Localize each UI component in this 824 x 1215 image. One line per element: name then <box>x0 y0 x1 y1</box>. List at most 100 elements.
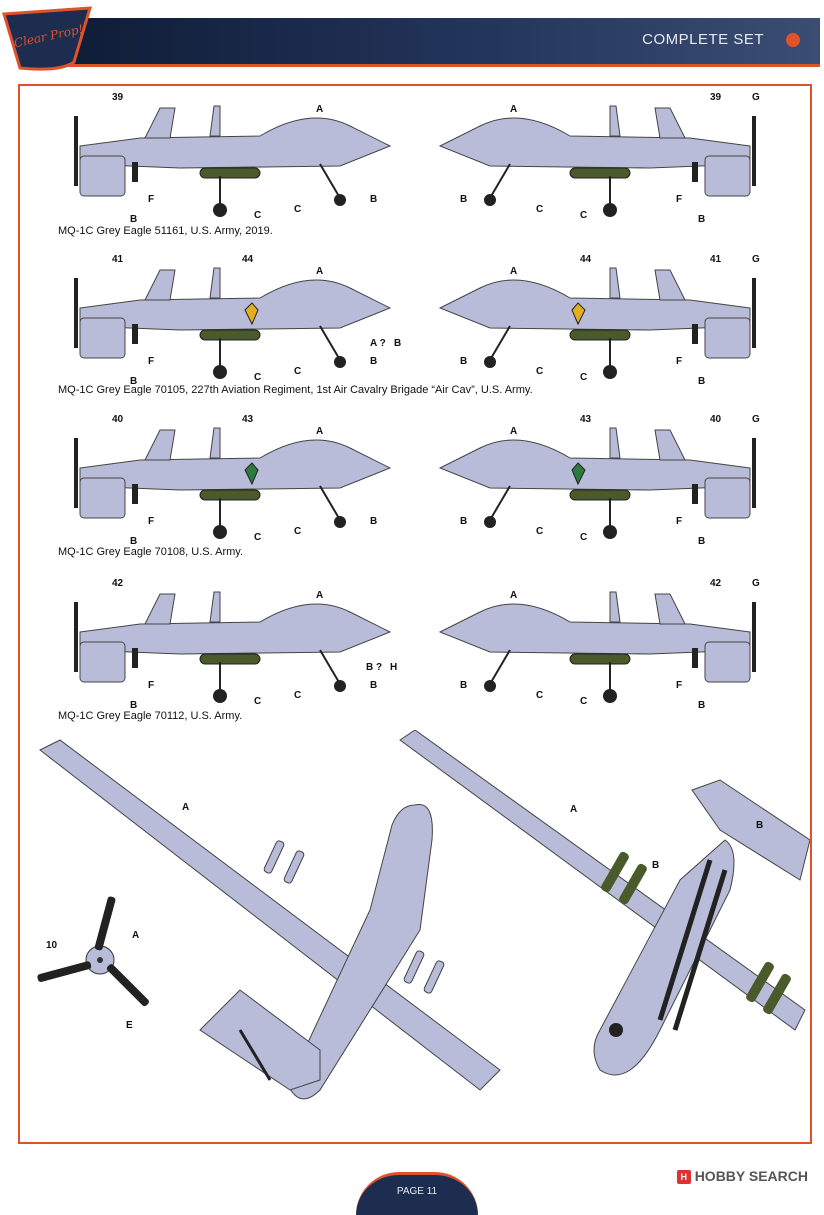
decal-serial-right-3: 40 <box>710 414 722 425</box>
right-profile-2 <box>438 267 756 379</box>
label-c-right-4: C <box>580 696 587 707</box>
hobby-search-icon: H <box>676 1170 691 1185</box>
page-number: PAGE 11 <box>396 1186 438 1197</box>
decal-10: 10 <box>46 940 58 951</box>
propeller-detail <box>37 896 149 1007</box>
bottom-view-aircraft <box>399 730 810 1076</box>
label-c2-left-3: C <box>294 526 301 537</box>
page-header: Clear Prop! COMPLETE SET <box>0 0 824 80</box>
profile-caption-4: MQ-1C Grey Eagle 70112, U.S. Army. <box>58 710 243 722</box>
label-g-right-2: G <box>752 254 760 265</box>
label-c2-right-3: C <box>536 526 543 537</box>
decal-insignia-right-3: 43 <box>580 414 592 425</box>
label-g-right-1: G <box>752 92 760 103</box>
header-bar <box>30 18 820 67</box>
label-c-left-2: C <box>254 372 261 383</box>
label-c-left-4: C <box>254 696 261 707</box>
plan-views: A 10 A E A B B <box>37 730 810 1100</box>
header-title: COMPLETE SET <box>642 31 764 48</box>
content-frame <box>18 84 812 1144</box>
label-b2-left-4: B <box>370 680 377 691</box>
label-b-right-2: B <box>698 376 705 387</box>
label-h-left-4: H <box>390 662 397 673</box>
decal-serial-left-4: 42 <box>112 578 124 589</box>
label-c-right-2: C <box>580 372 587 383</box>
decal-serial-left-1: 39 <box>112 92 124 103</box>
label-g-right-4: G <box>752 578 760 589</box>
label-f-right-1: F <box>676 194 682 205</box>
label-a-right-2: A <box>510 266 517 277</box>
profile-caption-2: MQ-1C Grey Eagle 70105, 227th Aviation R… <box>58 384 533 396</box>
decal-serial-right-4: 42 <box>710 578 722 589</box>
label-a-prop: A <box>132 930 139 941</box>
label-a-left-1: A <box>316 104 323 115</box>
label-c2-right-4: C <box>536 690 543 701</box>
label-b3-left-2: B <box>394 338 401 349</box>
label-b-left-2: B <box>130 376 137 387</box>
decal-serial-right-2: 41 <box>710 254 722 265</box>
right-profile-3 <box>438 427 756 539</box>
label-a-left-3: A <box>316 426 323 437</box>
label-b-bottom-2: B <box>756 820 763 831</box>
label-c2-left-4: C <box>294 690 301 701</box>
decal-insignia-right-2: 44 <box>580 254 592 265</box>
decal-serial-left-3: 40 <box>112 414 124 425</box>
label-b2-right-4: B <box>460 680 467 691</box>
label-c-left-1: C <box>254 210 261 221</box>
profile-caption-1: MQ-1C Grey Eagle 51161, U.S. Army, 2019. <box>58 225 273 237</box>
brand-logo: Clear Prop! <box>2 6 93 71</box>
label-c-left-3: C <box>254 532 261 543</box>
label-f-left-1: F <box>148 194 154 205</box>
label-b2-right-3: B <box>460 516 467 527</box>
label-f-left-4: F <box>148 680 154 691</box>
decal-serial-right-1: 39 <box>710 92 722 103</box>
left-profile-2 <box>74 267 392 379</box>
gear-icon <box>786 33 800 47</box>
label-b2-right-1: B <box>460 194 467 205</box>
label-a-bottom: A <box>570 804 577 815</box>
label-a-q-left-2: A ? <box>370 338 386 349</box>
right-profile-4 <box>438 591 756 703</box>
left-profile-3 <box>74 427 392 539</box>
label-a-right-3: A <box>510 426 517 437</box>
label-b-right-1: B <box>698 214 705 225</box>
left-profile-4 <box>74 591 392 703</box>
decal-insignia-left-3: 43 <box>242 414 254 425</box>
label-f-left-3: F <box>148 516 154 527</box>
label-c2-right-2: C <box>536 366 543 377</box>
decal-insignia-left-2: 44 <box>242 254 254 265</box>
label-b2-left-2: B <box>370 356 377 367</box>
label-b-left-3: B <box>130 536 137 547</box>
label-f-right-2: F <box>676 356 682 367</box>
label-f-right-4: F <box>676 680 682 691</box>
label-a-right-1: A <box>510 104 517 115</box>
label-b2-left-3: B <box>370 516 377 527</box>
label-e-prop: E <box>126 1020 133 1031</box>
profile-caption-3: MQ-1C Grey Eagle 70108, U.S. Army. <box>58 546 244 558</box>
label-c-right-3: C <box>580 532 587 543</box>
label-c2-right-1: C <box>536 204 543 215</box>
label-b-left-4: B <box>130 700 137 711</box>
label-a-top: A <box>182 802 189 813</box>
label-b-bottom-1: B <box>652 860 659 871</box>
label-c-right-1: C <box>580 210 587 221</box>
label-g-right-3: G <box>752 414 760 425</box>
label-a-right-4: A <box>510 590 517 601</box>
label-b2-right-2: B <box>460 356 467 367</box>
label-b-q-left-4: B ? <box>366 662 382 673</box>
label-a-left-2: A <box>316 266 323 277</box>
top-view-aircraft <box>39 739 501 1100</box>
label-b-right-3: B <box>698 536 705 547</box>
label-a-left-4: A <box>316 590 323 601</box>
watermark-text: HOBBY SEARCH <box>694 1168 808 1184</box>
label-f-left-2: F <box>148 356 154 367</box>
label-f-right-3: F <box>676 516 682 527</box>
label-c2-left-2: C <box>294 366 301 377</box>
label-b2-left-1: B <box>370 194 377 205</box>
label-b-left-1: B <box>130 214 137 225</box>
